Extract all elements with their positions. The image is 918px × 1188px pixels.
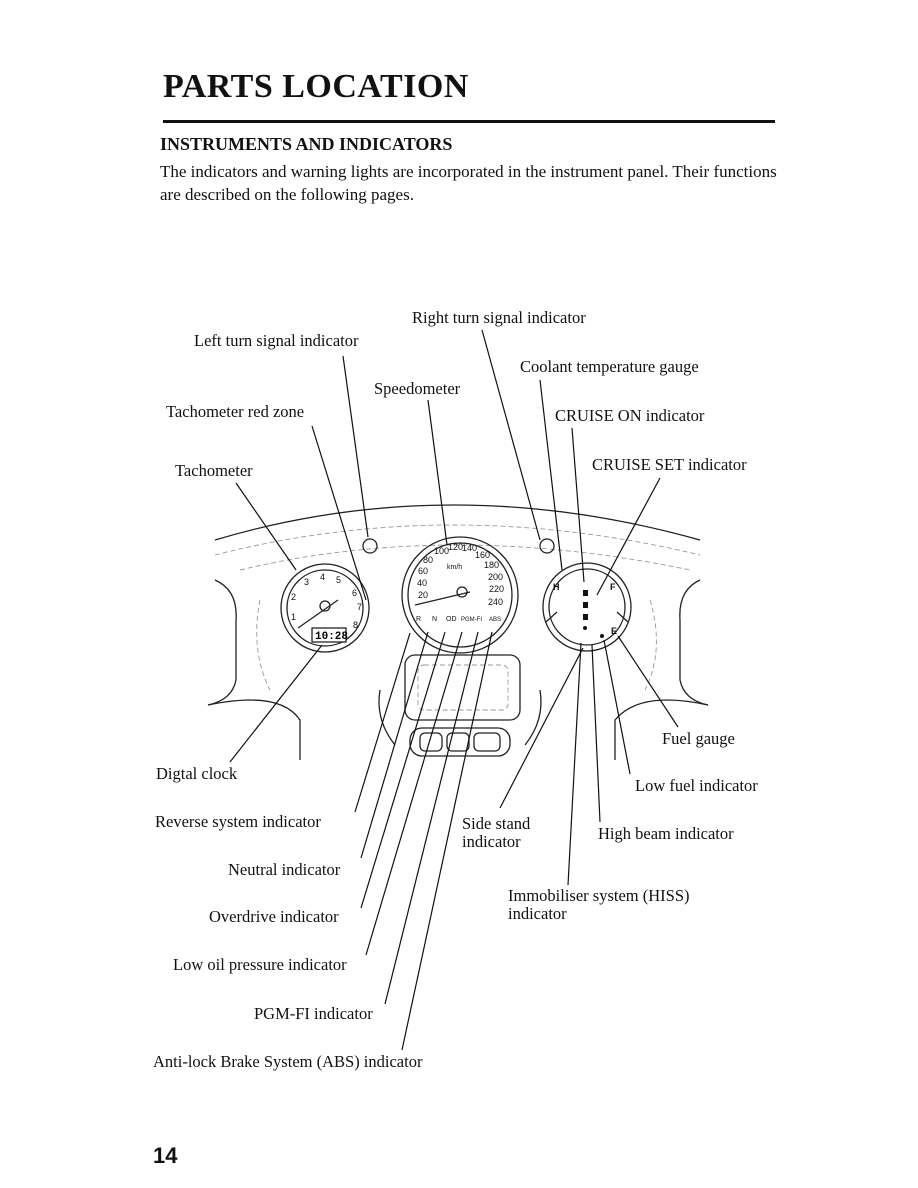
label-digital-clock: Digtal clock (156, 764, 238, 783)
label-side-stand: Side stand indicator (462, 814, 531, 851)
speed-tick-220: 220 (489, 584, 504, 594)
neutral-lamp: N (432, 616, 437, 623)
label-tach-red-zone: Tachometer red zone (166, 402, 305, 421)
reverse-lamp: R (416, 616, 421, 623)
speed-tick-60: 60 (418, 566, 428, 576)
speed-tick-160: 160 (475, 550, 490, 560)
fuel-mark-f: F (610, 582, 616, 592)
pgm-fi-lamp: PGM-FI (461, 617, 482, 623)
tach-tick-6: 6 (352, 588, 357, 598)
label-low-oil: Low oil pressure indicator (173, 955, 347, 974)
label-right-turn: Right turn signal indicator (412, 308, 586, 327)
speed-tick-180: 180 (484, 560, 499, 570)
label-abs: Anti-lock Brake System (ABS) indicator (153, 1052, 423, 1071)
tach-tick-4: 4 (320, 572, 325, 582)
speed-unit: km/h (447, 564, 462, 571)
tach-tick-5: 5 (336, 575, 341, 585)
tach-tick-2: 2 (291, 592, 296, 602)
label-speedometer: Speedometer (374, 379, 461, 398)
label-low-fuel: Low fuel indicator (635, 776, 758, 795)
fuel-mark-e: E (611, 626, 617, 636)
speed-tick-120: 120 (448, 542, 463, 552)
speed-tick-240: 240 (488, 597, 503, 607)
speed-tick-200: 200 (488, 572, 503, 582)
label-left-turn: Left turn signal indicator (194, 331, 359, 350)
speed-tick-40: 40 (417, 578, 427, 588)
label-fuel-gauge: Fuel gauge (662, 729, 735, 748)
temp-mark-h: H (553, 582, 560, 592)
page-number: 14 (153, 1143, 178, 1168)
label-high-beam: High beam indicator (598, 824, 734, 843)
tach-tick-1: 1 (291, 612, 296, 622)
tach-tick-3: 3 (304, 577, 309, 587)
label-overdrive: Overdrive indicator (209, 907, 339, 926)
overdrive-lamp: OD (446, 616, 457, 623)
clock-display-frame (311, 627, 347, 643)
label-coolant: Coolant temperature gauge (520, 357, 699, 376)
speed-tick-100: 100 (434, 546, 449, 556)
title-rule (163, 120, 775, 123)
label-tachometer: Tachometer (175, 461, 253, 480)
speed-tick-140: 140 (462, 543, 477, 553)
speed-tick-20: 20 (418, 590, 428, 600)
tach-tick-8: 8 (353, 620, 358, 630)
label-cruise-set: CRUISE SET indicator (592, 455, 747, 474)
label-reverse: Reverse system indicator (155, 812, 321, 831)
abs-lamp: ABS (489, 617, 501, 623)
clock-display-text: 10:28 (315, 631, 348, 643)
label-pgm-fi: PGM-FI indicator (254, 1004, 373, 1023)
tach-tick-7: 7 (357, 602, 362, 612)
label-immobiliser: Immobiliser system (HISS) indicator (508, 886, 690, 923)
page-title: PARTS LOCATION (163, 68, 469, 105)
section-heading: INSTRUMENTS AND INDICATORS (160, 134, 453, 154)
speed-tick-80: 80 (423, 555, 433, 565)
intro-paragraph: The indicators and warning lights are in… (160, 162, 777, 204)
label-cruise-on: CRUISE ON indicator (555, 406, 705, 425)
label-neutral: Neutral indicator (228, 860, 341, 879)
